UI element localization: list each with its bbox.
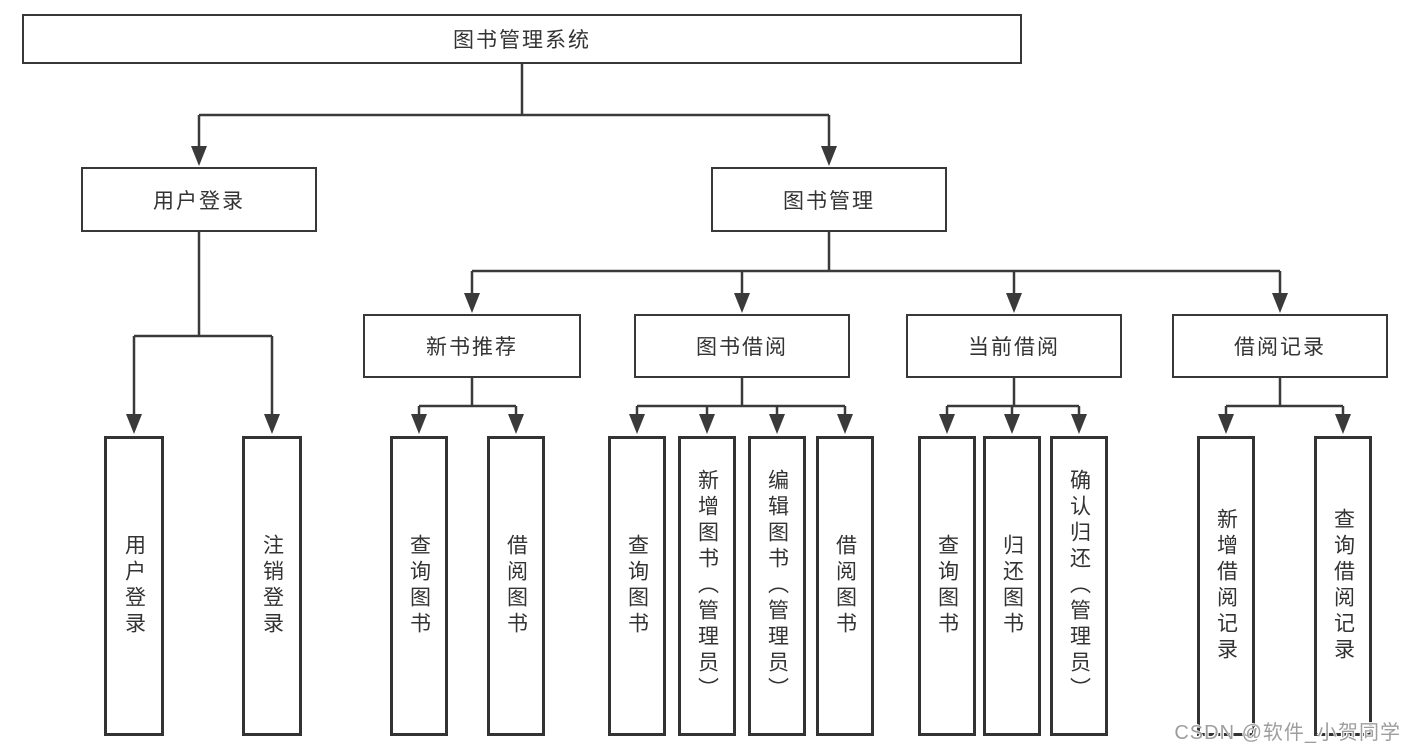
node-user-login: 用户登录	[81, 167, 317, 232]
edge-current-borrowing-to-leaves	[939, 378, 1087, 434]
node-borrowing-records: 借阅记录	[1172, 314, 1388, 378]
edge-book-borrowing-to-leaves	[629, 378, 853, 434]
leaf-logout: 注销登录	[242, 436, 302, 736]
leaf-recommendation-borrow-books: 借阅图书	[487, 436, 545, 736]
edge-new-book-recommendation-to-leaves	[411, 378, 524, 434]
leaf-recommendation-query-books: 查询图书	[390, 436, 448, 736]
node-new-book-recommendation: 新书推荐	[363, 314, 581, 378]
leaf-add-books-admin-label: 新增图书（管理员）	[695, 469, 719, 703]
leaf-edit-books-admin-label: 编辑图书（管理员）	[765, 469, 789, 703]
leaf-borrowing-query-books-label: 查询图书	[625, 534, 649, 638]
edge-user-login-to-leaves	[126, 232, 280, 434]
leaf-user-login: 用户登录	[104, 436, 164, 736]
leaf-add-books-admin: 新增图书（管理员）	[678, 436, 736, 736]
edge-root-to-level2	[191, 64, 837, 166]
leaf-confirm-return-admin-label: 确认归还（管理员）	[1067, 469, 1091, 703]
leaf-return-books-label: 归还图书	[1000, 534, 1024, 638]
leaf-return-books: 归还图书	[983, 436, 1041, 736]
edge-book-management-to-level3	[464, 232, 1288, 313]
node-book-borrowing: 图书借阅	[634, 314, 850, 378]
leaf-add-borrow-record: 新增借阅记录	[1197, 436, 1255, 736]
leaf-confirm-return-admin: 确认归还（管理员）	[1050, 436, 1108, 736]
node-library-management-system: 图书管理系统	[22, 14, 1022, 64]
leaf-recommendation-query-books-label: 查询图书	[407, 534, 431, 638]
leaf-user-login-label: 用户登录	[122, 534, 146, 638]
leaf-borrowing-borrow-books: 借阅图书	[816, 436, 874, 736]
leaf-edit-books-admin: 编辑图书（管理员）	[748, 436, 806, 736]
node-current-borrowing: 当前借阅	[906, 314, 1122, 378]
edge-borrowing-records-to-leaves	[1218, 378, 1351, 434]
leaf-add-borrow-record-label: 新增借阅记录	[1214, 508, 1238, 664]
leaf-recommendation-borrow-books-label: 借阅图书	[504, 534, 528, 638]
leaf-borrowing-borrow-books-label: 借阅图书	[833, 534, 857, 638]
leaf-current-query-books: 查询图书	[918, 436, 976, 736]
leaf-logout-label: 注销登录	[260, 534, 284, 638]
node-book-management: 图书管理	[711, 167, 947, 232]
leaf-current-query-books-label: 查询图书	[935, 534, 959, 638]
leaf-query-borrow-record-label: 查询借阅记录	[1331, 508, 1355, 664]
csdn-watermark: CSDN @软件_小贺同学	[1174, 722, 1401, 744]
leaf-borrowing-query-books: 查询图书	[608, 436, 666, 736]
leaf-query-borrow-record: 查询借阅记录	[1314, 436, 1372, 736]
